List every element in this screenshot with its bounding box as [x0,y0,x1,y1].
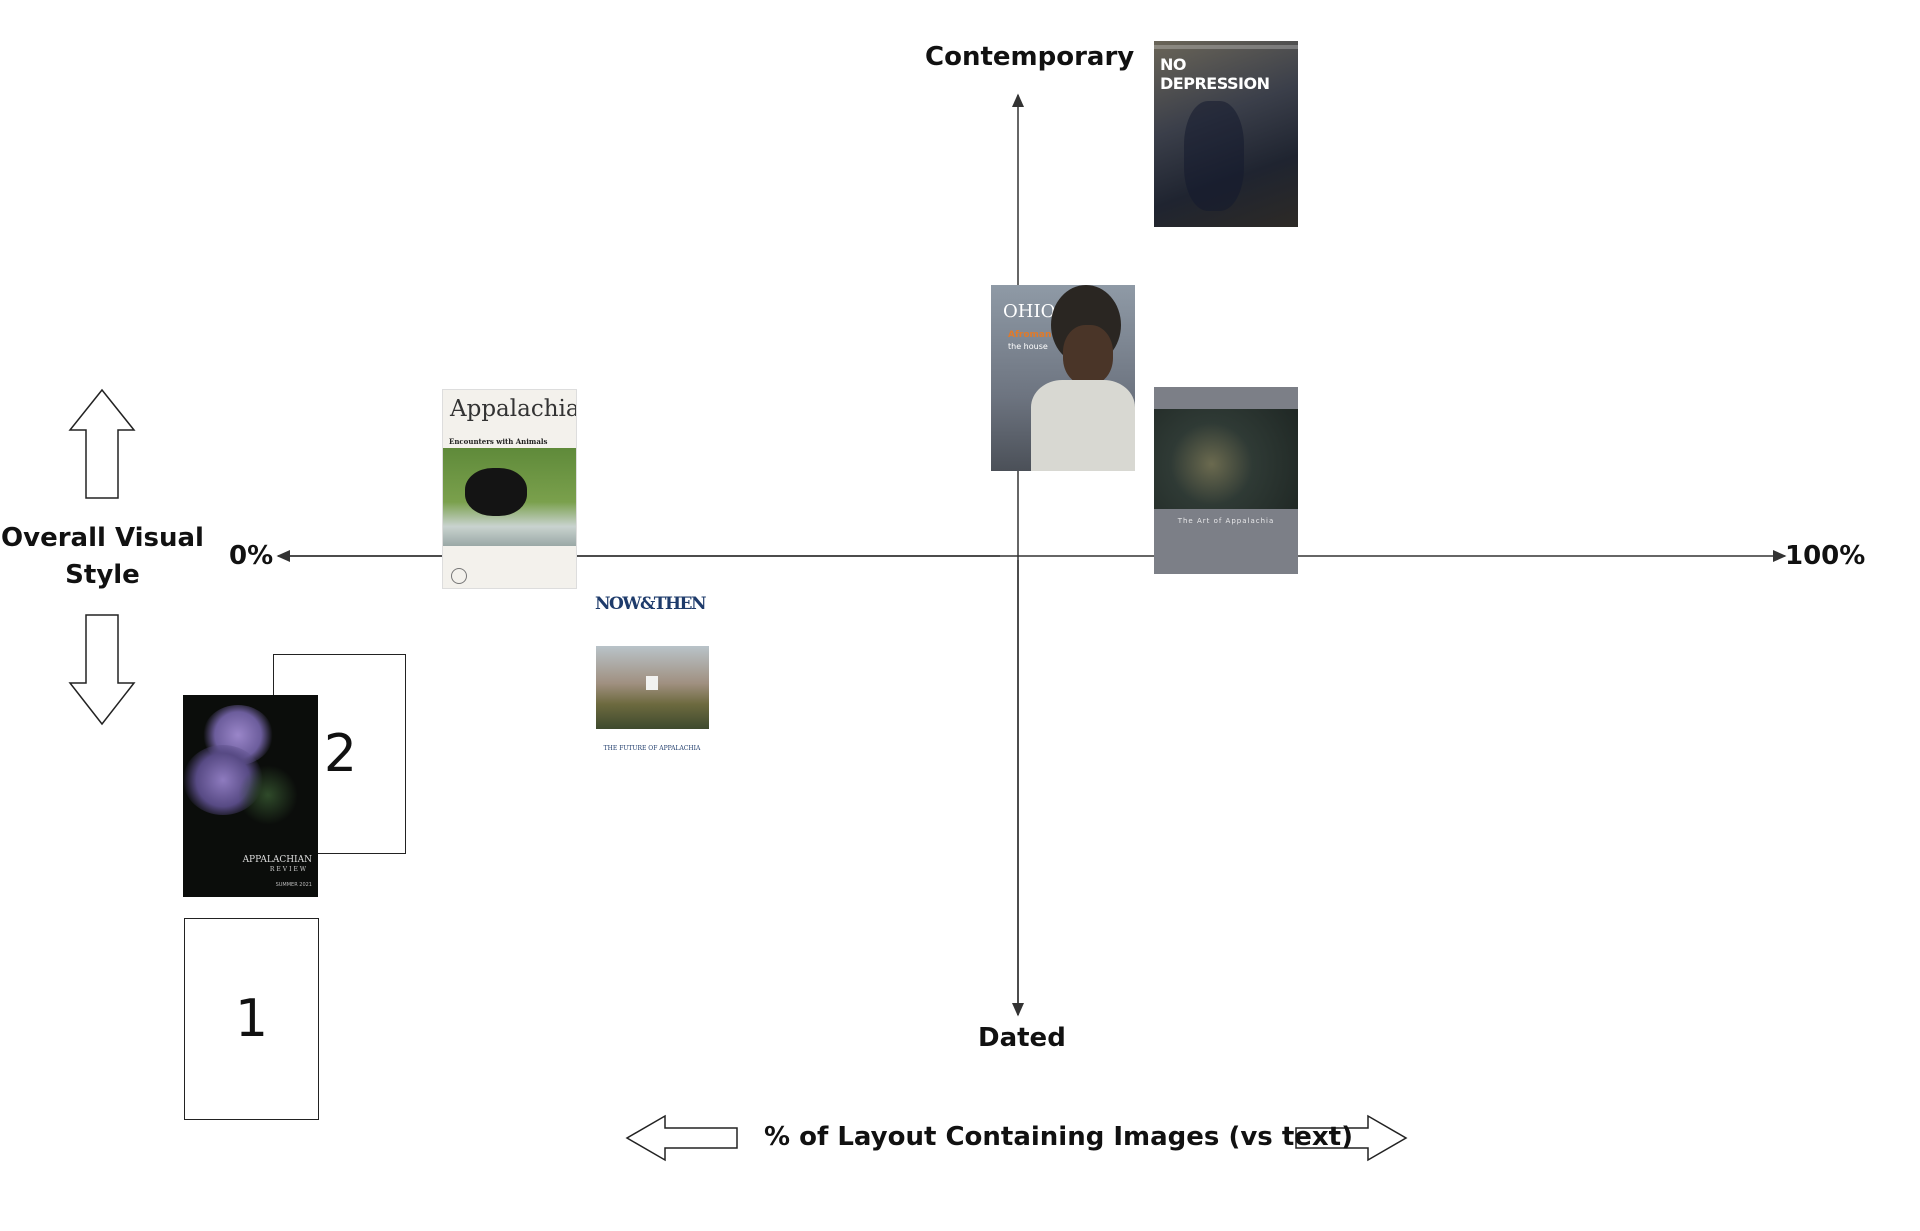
review-issue: SUMMER 2021 [275,882,312,888]
ohio-cover-line-2: the house [1008,342,1048,351]
left-arrow-icon-shape [625,1114,738,1162]
y-axis-bottom-label: Dated [978,1023,1066,1053]
appalachia-masthead: Appalachia [450,396,577,422]
review-sub: REVIEW [269,866,308,873]
appalachia-subhead: Encounters with Animals [449,437,548,446]
x-axis-right-label: 100% [1785,541,1866,571]
no-depression-masthead: NO DEPRESSION [1160,55,1270,93]
now-then-caption: THE FUTURE OF APPALACHIA [603,745,701,752]
review-masthead: APPALACHIAN [242,855,312,865]
now-then-masthead: NOW&THEN [595,594,707,614]
y-axis-top-label: Contemporary [925,42,1135,72]
side-label: Overall Visual Style [1,523,204,590]
cover-southern-ohio: OHIO Afroman the house [991,285,1135,471]
ohio-cover-line: Afroman [1008,330,1052,340]
right-arrow-icon [1295,1114,1408,1162]
down-arrow-icon [68,614,136,726]
bottom-axis-title: % of Layout Containing Images (vs text) [764,1122,1353,1152]
cover-appalachia: Appalachia Encounters with Animals [442,389,577,589]
cover-art-of-appalachia: The Art of Appalachia [1154,387,1298,574]
placeholder-box-1: 1 [184,918,319,1120]
art-of-appalachia-title: The Art of Appalachia [1177,517,1275,525]
cover-appalachian-review: APPALACHIAN REVIEW SUMMER 2021 [183,695,318,897]
ohio-masthead: OHIO [1003,301,1056,322]
x-axis-left-label: 0% [229,541,274,571]
up-arrow-icon [68,388,136,499]
cover-now-and-then: NOW&THEN THE FUTURE OF APPALACHIA [594,594,710,759]
cover-no-depression: NO DEPRESSION [1154,41,1298,227]
